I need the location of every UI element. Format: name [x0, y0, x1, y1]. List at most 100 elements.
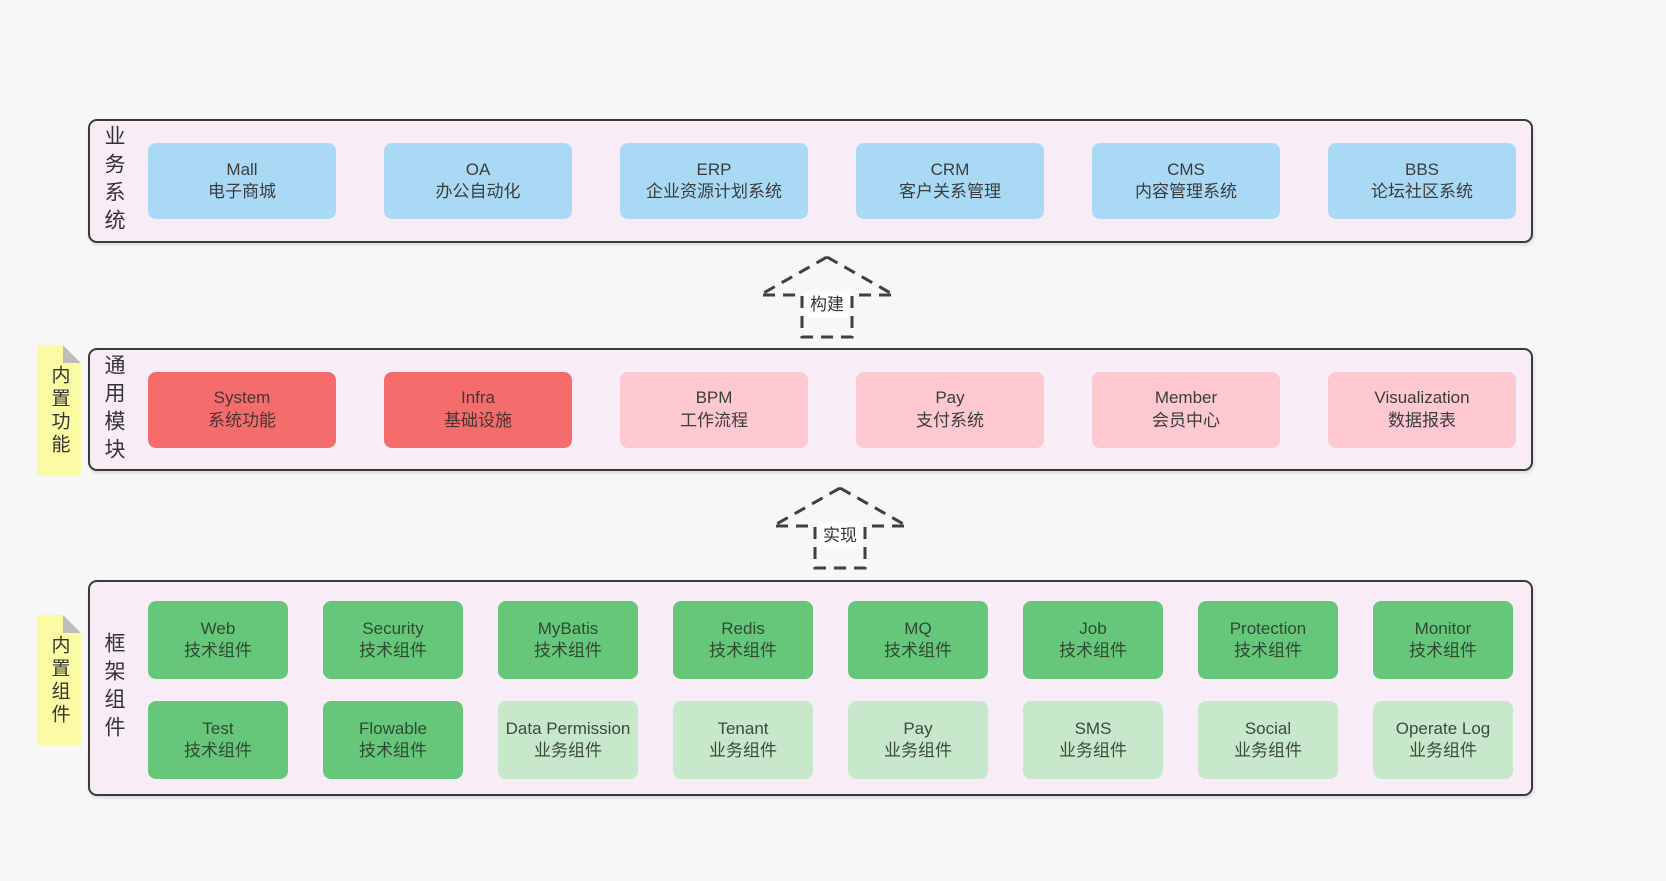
box-test: Test 技术组件: [148, 701, 288, 779]
layer-label-business-systems: 业务系统: [102, 125, 125, 237]
arrow-label-bg: [804, 291, 850, 318]
box-mall: Mall 电子商城: [148, 143, 336, 219]
box-subtitle: 技术组件: [709, 641, 777, 660]
box-member: Member 会员中心: [1092, 371, 1280, 448]
box-title: Data Permission: [505, 718, 631, 738]
note-text: 内置组件: [48, 634, 70, 727]
box-sms: SMS 业务组件: [1023, 701, 1163, 779]
layer-business-systems: 业务系统 Mall 电子商城 OA 办公自动化 ERP 企业资源计划系统 CRM…: [88, 119, 1533, 243]
framework-row-1: Web 技术组件 Security 技术组件 MyBatis 技术组件 Redi…: [148, 601, 1513, 679]
box-subtitle: 技术组件: [1409, 641, 1477, 660]
box-subtitle: 论坛社区系统: [1371, 182, 1473, 201]
box-subtitle: 技术组件: [184, 641, 252, 660]
box-title: Flowable: [358, 718, 428, 738]
note-fold-icon: [63, 345, 81, 363]
box-subtitle: 会员中心: [1152, 410, 1220, 430]
box-bpm: BPM 工作流程: [620, 371, 808, 448]
box-title: System: [213, 388, 271, 408]
box-mq: MQ 技术组件: [848, 601, 988, 679]
box-subtitle: 技术组件: [359, 741, 427, 760]
sticky-note-builtin-features: 内置功能: [37, 345, 81, 476]
box-title: CRM: [930, 159, 970, 179]
box-title: Infra: [460, 388, 496, 408]
box-title: Pay: [903, 718, 933, 738]
layer-label-framework-components: 框架组件: [102, 632, 125, 744]
box-title: Member: [1154, 388, 1218, 408]
box-subtitle: 客户关系管理: [899, 182, 1001, 201]
box-title: Visualization: [1374, 388, 1470, 408]
box-title: Security: [362, 618, 424, 638]
box-security: Security 技术组件: [323, 601, 463, 679]
box-title: OA: [465, 159, 491, 179]
box-subtitle: 业务组件: [1234, 741, 1302, 760]
note-text: 内置功能: [48, 364, 70, 457]
box-data-permission: Data Permission 业务组件: [498, 701, 638, 779]
box-title: Job: [1079, 618, 1107, 638]
box-subtitle: 业务组件: [534, 741, 602, 760]
box-mybatis: MyBatis 技术组件: [498, 601, 638, 679]
box-infra: Infra 基础设施: [384, 371, 572, 448]
layer-common-modules: 通用模块 System 系统功能 Infra 基础设施 BPM 工作流程 Pay…: [88, 348, 1533, 471]
box-title: Monitor: [1414, 618, 1472, 638]
box-title: Pay: [935, 388, 965, 408]
box-subtitle: 技术组件: [1059, 641, 1127, 660]
box-title: Tenant: [717, 718, 769, 738]
box-title: SMS: [1074, 718, 1112, 738]
framework-row-2: Test 技术组件 Flowable 技术组件 Data Permission …: [148, 701, 1513, 779]
framework-components-rows: Web 技术组件 Security 技术组件 MyBatis 技术组件 Redi…: [148, 601, 1513, 779]
box-erp: ERP 企业资源计划系统: [620, 143, 808, 219]
box-flowable: Flowable 技术组件: [323, 701, 463, 779]
box-bbs: BBS 论坛社区系统: [1328, 143, 1516, 219]
note-fold-icon: [63, 615, 81, 633]
box-title: MQ: [904, 618, 932, 638]
box-subtitle: 内容管理系统: [1135, 182, 1237, 201]
box-subtitle: 数据报表: [1388, 410, 1456, 430]
box-visualization: Visualization 数据报表: [1328, 371, 1516, 448]
box-system: System 系统功能: [148, 371, 336, 448]
box-web: Web 技术组件: [148, 601, 288, 679]
box-cms: CMS 内容管理系统: [1092, 143, 1280, 219]
box-subtitle: 技术组件: [359, 641, 427, 660]
box-subtitle: 业务组件: [1059, 741, 1127, 760]
box-title: Protection: [1229, 618, 1307, 638]
box-title: CMS: [1167, 159, 1205, 179]
box-subtitle: 业务组件: [1409, 741, 1477, 760]
dashed-up-arrow-implement: 实现: [770, 486, 910, 570]
box-subtitle: 技术组件: [1234, 641, 1302, 660]
box-tenant: Tenant 业务组件: [673, 701, 813, 779]
box-subtitle: 业务组件: [884, 741, 952, 760]
box-title: MyBatis: [537, 618, 599, 638]
box-job: Job 技术组件: [1023, 601, 1163, 679]
box-subtitle: 技术组件: [184, 741, 252, 760]
dashed-up-arrow-build: 构建: [757, 255, 897, 339]
layer-label-common-modules: 通用模块: [102, 353, 125, 466]
box-monitor: Monitor 技术组件: [1373, 601, 1513, 679]
arrow-label-implement: 实现: [823, 526, 857, 545]
arrow-label-bg: [817, 522, 863, 549]
box-subtitle: 技术组件: [534, 641, 602, 660]
box-protection: Protection 技术组件: [1198, 601, 1338, 679]
box-social: Social 业务组件: [1198, 701, 1338, 779]
sticky-note-builtin-components: 内置组件: [37, 615, 81, 746]
box-redis: Redis 技术组件: [673, 601, 813, 679]
layer-framework-components: 框架组件 Web 技术组件 Security 技术组件 MyBatis 技术组件…: [88, 580, 1533, 796]
box-subtitle: 电子商城: [208, 182, 276, 201]
box-subtitle: 工作流程: [680, 410, 748, 430]
box-subtitle: 业务组件: [709, 741, 777, 760]
box-subtitle: 支付系统: [916, 410, 984, 430]
box-subtitle: 系统功能: [208, 410, 276, 430]
box-title: ERP: [696, 159, 732, 179]
box-subtitle: 办公自动化: [435, 182, 521, 201]
box-title: BPM: [695, 388, 733, 408]
box-title: BBS: [1404, 159, 1440, 179]
common-modules-items: System 系统功能 Infra 基础设施 BPM 工作流程 Pay 支付系统…: [148, 371, 1516, 448]
box-title: Mall: [226, 159, 258, 179]
business-systems-items: Mall 电子商城 OA 办公自动化 ERP 企业资源计划系统 CRM 客户关系…: [148, 143, 1516, 219]
box-subtitle: 基础设施: [444, 410, 512, 430]
box-title: Test: [202, 718, 234, 738]
arrow-label-build: 构建: [810, 295, 844, 314]
box-title: Web: [200, 618, 236, 638]
box-operate-log: Operate Log 业务组件: [1373, 701, 1513, 779]
box-subtitle: 企业资源计划系统: [646, 182, 782, 201]
box-pay-component: Pay 业务组件: [848, 701, 988, 779]
